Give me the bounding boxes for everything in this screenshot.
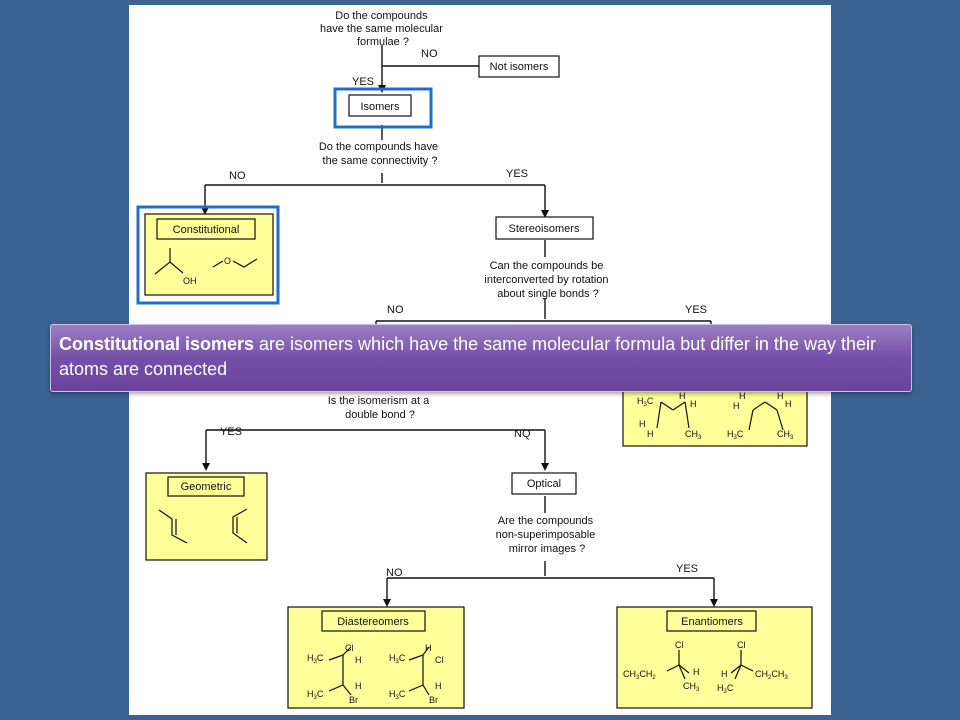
chem-h: H — [647, 429, 654, 439]
chem-h: H — [355, 681, 362, 691]
question-rotation: Can the compounds be interconverted by r… — [484, 260, 611, 300]
chem-h3c: H3C — [389, 653, 406, 665]
branch-yes-label: YES — [685, 304, 707, 316]
chem-br: Br — [429, 695, 438, 705]
question-same-connectivity: Do the compounds have the same connectiv… — [319, 141, 441, 167]
chem-h: H — [721, 669, 728, 679]
question-mirror-images: Are the compounds non-superimposable mir… — [496, 515, 599, 555]
constitutional-box — [156, 218, 256, 240]
branch-yes-label: YES — [676, 563, 698, 575]
branch-yes-label: YES — [352, 76, 374, 88]
chem-h: H — [785, 399, 792, 409]
cis-trans-structures — [158, 508, 248, 544]
chem-cl: Cl — [737, 640, 746, 650]
chem-ch3: CH3 — [683, 681, 700, 693]
chem-ch3ch2: CH3CH2 — [623, 669, 656, 681]
chem-cl: Cl — [675, 640, 684, 650]
definition-callout: Constitutional isomers are isomers which… — [50, 324, 912, 392]
chem-h3c: H3C — [717, 683, 734, 695]
chem-h: H — [733, 401, 740, 411]
chem-ch3: CH3 — [685, 429, 702, 441]
chem-br: Br — [349, 695, 358, 705]
geometric-box — [167, 476, 245, 497]
chem-h: H — [739, 391, 746, 401]
branch-no-label: NO — [386, 567, 403, 579]
diastereomers-label: Diastereomers — [337, 616, 409, 628]
diastereomers-box — [321, 610, 426, 632]
conformer-structures — [656, 401, 784, 431]
chem-h3c: H3C — [389, 689, 406, 701]
chem-ch2ch3: CH2CH3 — [755, 669, 788, 681]
branch-no-label: NO — [421, 48, 438, 60]
chem-h3c: H3C — [307, 653, 324, 665]
branch-no-label: NQ — [514, 428, 531, 440]
optical-label: Optical — [527, 478, 561, 490]
isomers-highlight — [333, 87, 433, 129]
chem-h: H — [435, 681, 442, 691]
geometric-label: Geometric — [181, 481, 232, 493]
chem-h3c: H3C — [727, 429, 744, 441]
optical-box — [511, 472, 577, 495]
callout-text: are isomers which have the same molecula… — [59, 334, 876, 379]
enantiomers-label: Enantiomers — [681, 616, 743, 628]
enantiomers-box — [666, 610, 757, 632]
stereoisomers-label: Stereoisomers — [509, 223, 580, 235]
isomer-flowchart: Do the compounds have the same molecular… — [136, 10, 813, 709]
oh-label: OH — [183, 276, 197, 286]
branch-yes-label: YES — [220, 426, 242, 438]
chem-h: H — [690, 399, 697, 409]
oxygen-label: O — [224, 256, 231, 266]
chem-h: H — [355, 655, 362, 665]
not-isomers-label: Not isomers — [490, 61, 549, 73]
chem-h: H — [639, 419, 646, 429]
chem-h: H — [777, 391, 784, 401]
not-isomers-box — [478, 55, 560, 78]
diastereomer-structures — [328, 646, 430, 696]
isomers-label: Isomers — [360, 101, 400, 113]
enantiomer-structures — [666, 650, 754, 680]
branch-no-label: NO — [229, 170, 246, 182]
branch-yes-label: YES — [506, 168, 528, 180]
chem-h3c: H3C — [307, 689, 324, 701]
chem-h3c: H3C — [637, 396, 654, 408]
chem-cl: Cl — [345, 643, 354, 653]
isopropanol-structure — [154, 248, 184, 275]
stereoisomers-box — [495, 216, 594, 240]
callout-term: Constitutional isomers — [59, 334, 255, 354]
ether-structure — [212, 258, 258, 268]
question-double-bond: Is the isomerism at a double bond ? — [328, 395, 433, 421]
constitutional-highlight — [136, 205, 280, 305]
question-same-formula: Do the compounds have the same molecular… — [320, 10, 446, 48]
chem-h: H — [693, 667, 700, 677]
branch-no-label: NO — [387, 304, 404, 316]
chem-h: H — [425, 643, 432, 653]
chem-cl: Cl — [435, 655, 444, 665]
chem-h: H — [679, 391, 686, 401]
constitutional-label: Constitutional — [173, 224, 240, 236]
isomers-box — [348, 94, 412, 117]
chem-ch3: CH3 — [777, 429, 794, 441]
